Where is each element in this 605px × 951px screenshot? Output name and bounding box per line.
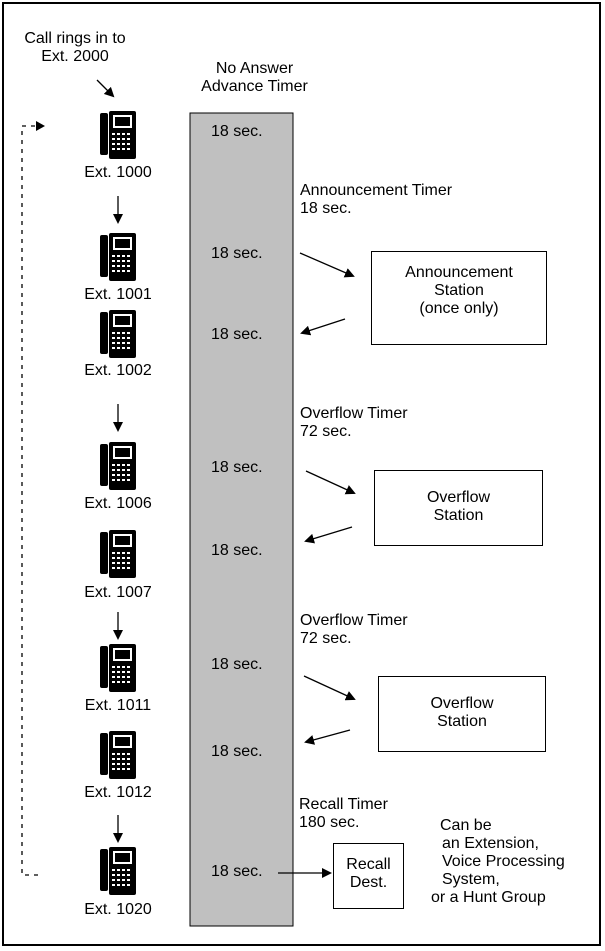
- announcement-station-line2: Station: [434, 282, 484, 299]
- call-rings-label: Call rings in to Ext. 2000: [20, 30, 130, 66]
- recall-destination-box: Recall Dest.: [333, 843, 404, 909]
- incoming-call-arrow: [96, 79, 115, 98]
- announcement-timer-label: Announcement Timer 18 sec.: [300, 182, 452, 218]
- advance-time: 18 sec.: [211, 123, 263, 140]
- ext-label: Ext. 1020: [84, 901, 152, 918]
- overflow-timer-1-label: Overflow Timer 72 sec.: [300, 405, 408, 441]
- ext-label: Ext. 1012: [84, 784, 152, 801]
- overflow-station-1-line2: Station: [433, 507, 484, 524]
- ext-label: Ext. 1000: [84, 164, 152, 181]
- return-loop-arrowhead: [36, 121, 45, 131]
- recall-note-line4: System,: [442, 871, 500, 888]
- recall-note-line1: Can be: [440, 817, 492, 834]
- ext-label: Ext. 1011: [84, 697, 152, 714]
- to-overflow1-arrow: [305, 470, 356, 495]
- recall-note-line2: an Extension,: [442, 835, 539, 852]
- to-overflow2-arrow: [303, 675, 356, 701]
- recall-note-line3: Voice Processing: [442, 853, 565, 870]
- ext-label: Ext. 1006: [84, 495, 152, 512]
- overflow-station-2-box: Overflow Station: [378, 676, 546, 752]
- advance-time: 18 sec.: [211, 863, 263, 880]
- phone-icon-1011: [100, 644, 136, 692]
- no-answer-line1: No Answer: [215, 60, 294, 77]
- phone-icon-1002: [100, 310, 136, 358]
- recall-timer-label: Recall Timer 180 sec.: [299, 796, 388, 832]
- recall-note-line5: or a Hunt Group: [431, 889, 546, 906]
- no-answer-advance-timer-label: No Answer Advance Timer: [182, 60, 327, 96]
- announcement-timer-name: Announcement Timer: [300, 182, 453, 199]
- ext-label: Ext. 1001: [84, 286, 152, 303]
- phone-icon-1000: [100, 111, 136, 159]
- overflow-timer-1-value: 72 sec.: [300, 423, 352, 440]
- overflow-station-2-line2: Station: [437, 713, 487, 730]
- advance-time: 18 sec.: [211, 245, 263, 262]
- phone-icon-1006: [100, 442, 136, 490]
- advance-time: 18 sec.: [211, 656, 263, 673]
- ext-label: Ext. 1002: [84, 362, 152, 379]
- from-announcement-arrow: [300, 318, 346, 336]
- overflow-station-2-line1: Overflow: [430, 695, 494, 712]
- from-overflow2-arrow: [304, 729, 351, 745]
- phone-icon-1007: [100, 530, 136, 578]
- advance-time: 18 sec.: [211, 743, 263, 760]
- phone-icon-1001: [100, 233, 136, 281]
- overflow-timer-2-name: Overflow Timer: [300, 612, 408, 629]
- return-loop-dashed-line: [21, 125, 38, 876]
- advance-time: 18 sec.: [211, 542, 263, 559]
- announcement-station-line1: Announcement: [405, 264, 513, 281]
- overflow-station-1-box: Overflow Station: [374, 470, 543, 546]
- advance-time: 18 sec.: [211, 326, 263, 343]
- overflow-timer-2-label: Overflow Timer 72 sec.: [300, 612, 408, 648]
- from-overflow1-arrow: [304, 526, 353, 544]
- phone-icon-1012: [100, 731, 136, 779]
- overflow-timer-2-value: 72 sec.: [300, 630, 352, 647]
- call-rings-line1: Call rings in to: [24, 30, 126, 47]
- announcement-station-line3: (once only): [419, 300, 499, 317]
- no-answer-line2: Advance Timer: [201, 78, 308, 95]
- recall-note: Can be an Extension, Voice Processing Sy…: [412, 817, 565, 907]
- ext-label: Ext. 1007: [84, 584, 152, 601]
- to-announcement-arrow: [299, 252, 355, 278]
- overflow-timer-1-name: Overflow Timer: [300, 405, 408, 422]
- recall-dest-line2: Dest.: [349, 874, 388, 891]
- overflow-station-1-line1: Overflow: [426, 489, 491, 506]
- announcement-timer-value: 18 sec.: [300, 200, 352, 217]
- advance-time: 18 sec.: [211, 459, 263, 476]
- timer-bar: [189, 112, 294, 927]
- call-rings-line2: Ext. 2000: [41, 48, 109, 65]
- announcement-station-box: Announcement Station (once only): [371, 251, 547, 345]
- phone-icon-1020: [100, 847, 136, 895]
- recall-dest-line1: Recall: [346, 856, 391, 873]
- recall-timer-value: 180 sec.: [299, 814, 360, 831]
- recall-timer-name: Recall Timer: [299, 796, 388, 813]
